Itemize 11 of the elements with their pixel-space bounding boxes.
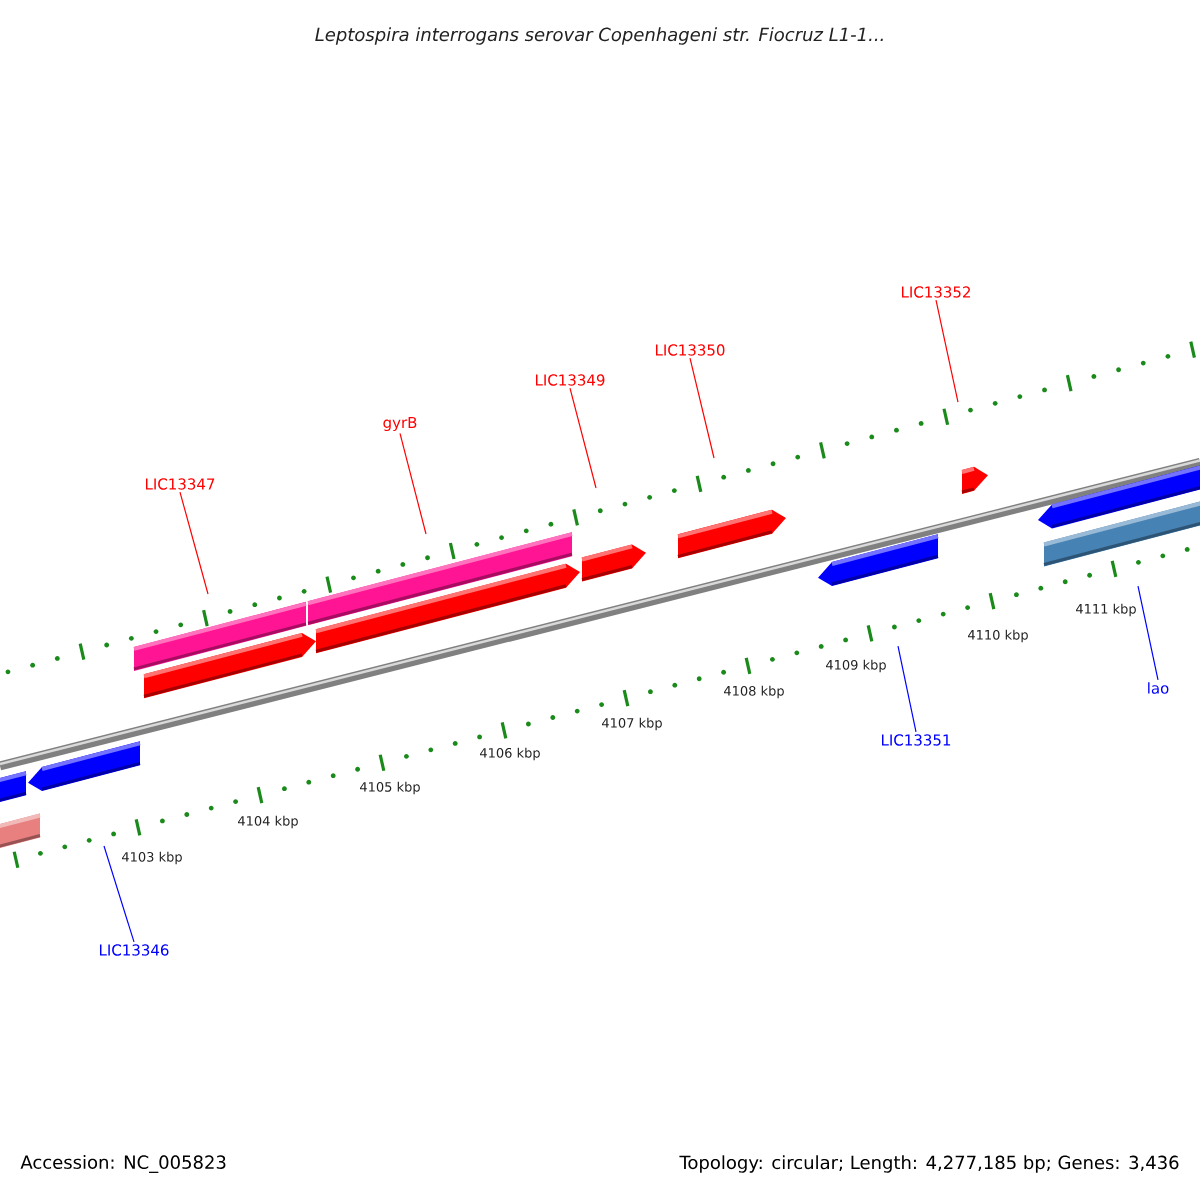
leader-line	[689, 357, 715, 459]
leader-line	[103, 845, 135, 943]
leader-line	[569, 387, 597, 489]
title: Leptospira interrogans serovar Copenhageni str. Fiocruz L1-1...	[315, 27, 883, 45]
leader-line	[897, 645, 917, 733]
summary-text: Topology: circular; Length: 4,277,185 bp; Genes: 3,436	[679, 1155, 1179, 1173]
accession-text: Accession: NC_005823	[20, 1155, 226, 1173]
leader-line	[399, 432, 427, 535]
leader-line	[935, 299, 959, 403]
leader-line	[1137, 585, 1159, 681]
leader-line	[179, 491, 209, 595]
